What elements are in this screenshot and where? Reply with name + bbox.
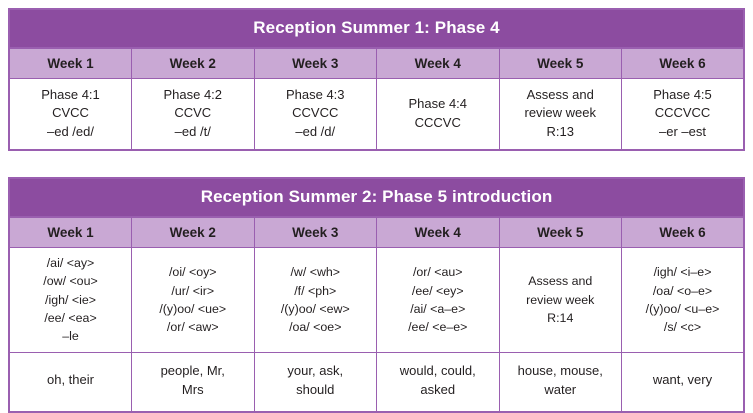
cell-line: –ed /t/: [174, 123, 211, 139]
cell-line: –er –est: [659, 123, 706, 139]
cell-line: Assess and: [528, 274, 593, 289]
cell-line: /f/ <ph>: [294, 283, 337, 298]
cell-line: –le: [62, 328, 79, 343]
cell-week-2: people, Mr, Mrs: [131, 351, 255, 413]
cell-line: R:13: [546, 123, 574, 139]
cell-line: –ed /ed/: [47, 123, 94, 139]
cell-week-6: Phase 4:5 CCCVCC –er –est: [621, 78, 745, 151]
cell-line: /ee/ <ey>: [411, 283, 464, 298]
cell-line: /(y)oo/ <ue>: [159, 301, 227, 316]
cell-week-1: Phase 4:1 CVCC –ed /ed/: [8, 78, 132, 151]
cell-line: /ow/ <ou>: [43, 274, 98, 289]
cell-line: /(y)oo/ <u–e>: [645, 301, 720, 316]
cell-line: /(y)oo/ <ew>: [280, 301, 350, 316]
cell-line: /or/ <au>: [412, 265, 463, 280]
cell-line: /ur/ <ir>: [171, 283, 215, 298]
week-header-2: Week 2: [131, 47, 255, 79]
cell-line: review week: [524, 105, 597, 121]
cell-line: –ed /d/: [295, 123, 336, 139]
week-header-4: Week 4: [376, 47, 500, 79]
table-row: oh, their people, Mr, Mrs your, ask, sho…: [8, 351, 745, 413]
cell-line: Phase 4:3: [285, 87, 345, 102]
cell-line: review week: [526, 292, 595, 307]
week-header-3: Week 3: [253, 216, 377, 249]
cell-line: /ai/ <ay>: [46, 256, 95, 271]
cell-line: Phase 4:1: [41, 87, 100, 102]
cell-line: water: [544, 381, 577, 397]
cell-week-6: want, very: [621, 351, 745, 413]
week-header-5: Week 5: [498, 216, 622, 249]
week-header-row: Week 1 Week 2 Week 3 Week 4 Week 5 Week …: [8, 216, 745, 249]
cell-line: asked: [420, 381, 456, 397]
reception-summer-2-table: Reception Summer 2: Phase 5 introduction…: [8, 177, 745, 413]
table-title-row: Reception Summer 1: Phase 4: [9, 9, 744, 48]
week-header-6: Week 6: [621, 216, 745, 249]
week-header-1: Week 1: [8, 47, 132, 79]
cell-line: /s/ <c>: [663, 319, 702, 334]
cell-line: R:14: [547, 310, 574, 325]
table-title: Reception Summer 1: Phase 4: [9, 9, 744, 48]
cell-line: /ee/ <e–e>: [408, 319, 468, 334]
cell-line: /igh/ <i–e>: [653, 265, 712, 280]
cell-week-4: Phase 4:4 CCCVC: [376, 78, 500, 151]
cell-line: Assess and: [526, 87, 594, 102]
cell-line: /oa/ <oe>: [289, 319, 342, 334]
cell-line: CVCC: [52, 105, 89, 121]
cell-line: /oi/ <oy>: [168, 265, 217, 280]
cell-line: Phase 4:5: [653, 87, 712, 102]
cell-line: /ai/ <a–e>: [410, 301, 466, 316]
cell-week-2: Phase 4:2 CCVC –ed /t/: [131, 78, 255, 151]
cell-week-5: house, mouse, water: [498, 351, 622, 413]
cell-week-3: your, ask, should: [253, 351, 377, 413]
cell-line: oh, their: [47, 372, 94, 388]
table-spacer: [8, 151, 745, 177]
table-title-row: Reception Summer 2: Phase 5 introduction: [9, 178, 744, 218]
cell-line: would, could,: [399, 362, 476, 378]
cell-line: /w/ <wh>: [290, 265, 341, 280]
week-header-5: Week 5: [498, 47, 622, 79]
cell-line: /or/ <aw>: [166, 319, 219, 334]
week-header-3: Week 3: [253, 47, 377, 79]
cell-week-5: Assess and review week R:13: [498, 78, 622, 151]
cell-line: your, ask,: [287, 362, 344, 378]
cell-line: CCCVC: [414, 114, 461, 130]
cell-week-3: Phase 4:3 CCVCC –ed /d/: [253, 78, 377, 151]
cell-line: /igh/ <ie>: [45, 292, 96, 307]
cell-line: /ee/ <ea>: [44, 310, 97, 325]
cell-line: CCVCC: [292, 105, 339, 121]
cell-week-4: would, could, asked: [376, 351, 500, 413]
cell-week-6: /igh/ <i–e> /oa/ <o–e> /(y)oo/ <u–e> /s/…: [621, 247, 745, 353]
cell-week-1: /ai/ <ay> /ow/ <ou> /igh/ <ie> /ee/ <ea>…: [8, 247, 132, 353]
week-header-4: Week 4: [376, 216, 500, 249]
cell-week-2: /oi/ <oy> /ur/ <ir> /(y)oo/ <ue> /or/ <a…: [131, 247, 255, 353]
table-row: Phase 4:1 CVCC –ed /ed/ Phase 4:2 CCVC –…: [8, 78, 745, 151]
cell-week-1: oh, their: [8, 351, 132, 413]
table-row: /ai/ <ay> /ow/ <ou> /igh/ <ie> /ee/ <ea>…: [8, 247, 745, 353]
cell-line: CCVC: [174, 105, 212, 121]
cell-line: Phase 4:2: [163, 87, 223, 102]
phonics-progression-page: Reception Summer 1: Phase 4 Week 1 Week …: [8, 8, 745, 413]
cell-line: people, Mr,: [160, 362, 225, 378]
table-title: Reception Summer 2: Phase 5 introduction: [9, 178, 744, 218]
week-header-row: Week 1 Week 2 Week 3 Week 4 Week 5 Week …: [8, 47, 745, 79]
week-header-2: Week 2: [131, 216, 255, 249]
cell-week-3: /w/ <wh> /f/ <ph> /(y)oo/ <ew> /oa/ <oe>: [253, 247, 377, 353]
cell-line: CCCVCC: [654, 105, 711, 121]
cell-line: should: [296, 381, 335, 397]
week-header-1: Week 1: [8, 216, 132, 249]
cell-week-5: Assess and review week R:14: [498, 247, 622, 353]
cell-week-4: /or/ <au> /ee/ <ey> /ai/ <a–e> /ee/ <e–e…: [376, 247, 500, 353]
cell-line: house, mouse,: [517, 362, 603, 378]
cell-line: /oa/ <o–e>: [652, 283, 713, 298]
cell-line: Phase 4:4: [408, 96, 468, 112]
cell-line: Mrs: [181, 381, 204, 397]
week-header-6: Week 6: [621, 47, 745, 79]
cell-line: want, very: [652, 372, 713, 388]
reception-summer-1-table: Reception Summer 1: Phase 4 Week 1 Week …: [8, 8, 745, 152]
